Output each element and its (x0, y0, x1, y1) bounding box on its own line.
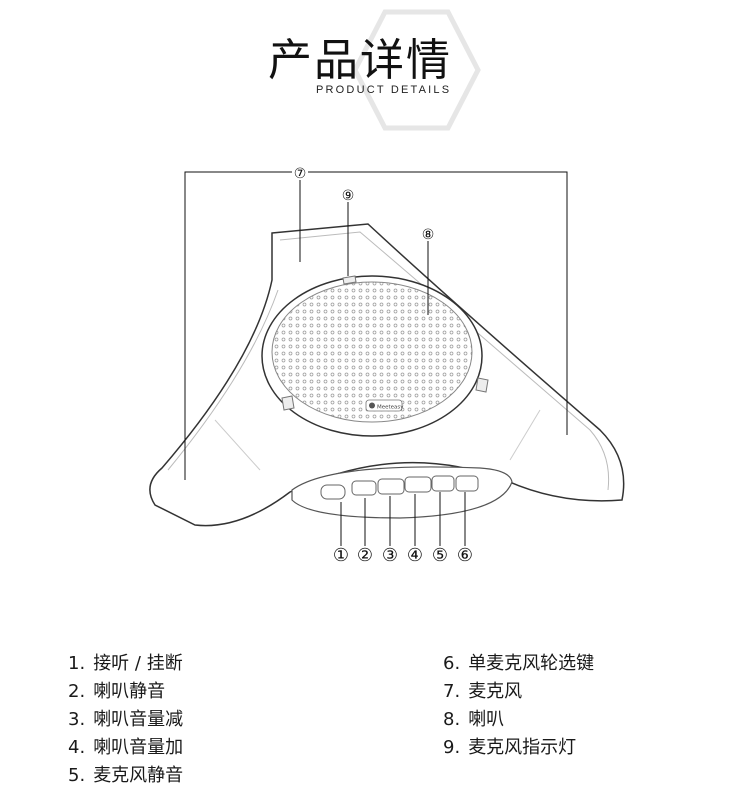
page-subtitle: PRODUCT DETAILS (316, 84, 452, 96)
brand-logo: Meeteasy (377, 405, 404, 411)
list-item: 6. 单麦克风轮选键 (443, 650, 594, 678)
parts-list-left: 1. 接听 / 挂断 2. 喇叭静音 3. 喇叭音量减 4. 喇叭音量加 5. 麦克风静音 (68, 650, 183, 790)
callout-8: ⑧ (422, 227, 435, 243)
mic-select-button (455, 475, 479, 492)
item-number: 5. (68, 765, 86, 786)
item-number: 9. (443, 737, 461, 758)
volume-down-button (377, 478, 405, 495)
item-number: 6. (443, 653, 461, 674)
parts-list-right: 6. 单麦克风轮选键 7. 麦克风 8. 喇叭 9. 麦克风指示灯 (443, 650, 594, 762)
list-item: 9. 麦克风指示灯 (443, 734, 594, 762)
callout-3: ③ (382, 545, 398, 566)
list-item: 1. 接听 / 挂断 (68, 650, 183, 678)
item-label: 单麦克风轮选键 (468, 653, 595, 674)
volume-up-button (404, 476, 432, 493)
answer-hangup-button (320, 484, 346, 500)
item-number: 8. (443, 709, 461, 730)
list-item: 8. 喇叭 (443, 706, 594, 734)
item-label: 麦克风静音 (93, 765, 184, 786)
item-number: 2. (68, 681, 86, 702)
item-number: 7. (443, 681, 461, 702)
item-number: 4. (68, 737, 86, 758)
speaker-mute-button (351, 480, 377, 496)
item-label: 喇叭音量加 (93, 737, 184, 758)
item-label: 喇叭 (468, 709, 505, 730)
mic-mute-button (431, 475, 455, 492)
mic-indicator (342, 275, 357, 285)
callout-6: ⑥ (457, 545, 473, 566)
callout-7: ⑦ (294, 166, 307, 182)
hexagon-decoration (352, 9, 481, 131)
callout-2: ② (357, 545, 373, 566)
item-number: 3. (68, 709, 86, 730)
list-item: 5. 麦克风静音 (68, 762, 183, 790)
list-item: 7. 麦克风 (443, 678, 594, 706)
item-label: 麦克风指示灯 (468, 737, 577, 758)
item-number: 1. (68, 653, 86, 674)
item-label: 喇叭音量减 (93, 709, 184, 730)
callout-1: ① (333, 545, 349, 566)
list-item: 3. 喇叭音量减 (68, 706, 183, 734)
speaker-grille (271, 281, 473, 423)
callout-9: ⑨ (342, 188, 355, 204)
callout-4: ④ (407, 545, 423, 566)
page-title: 产品详情 (268, 35, 452, 86)
list-item: 2. 喇叭静音 (68, 678, 183, 706)
callout-5: ⑤ (432, 545, 448, 566)
list-item: 4. 喇叭音量加 (68, 734, 183, 762)
speakerphone-diagram: Meeteasy ⑦ ⑨ ⑧ ① ② ③ ④ ⑤ ⑥ (149, 166, 625, 566)
item-label: 麦克风 (468, 681, 523, 702)
item-label: 接听 / 挂断 (93, 653, 183, 674)
item-label: 喇叭静音 (93, 681, 166, 702)
